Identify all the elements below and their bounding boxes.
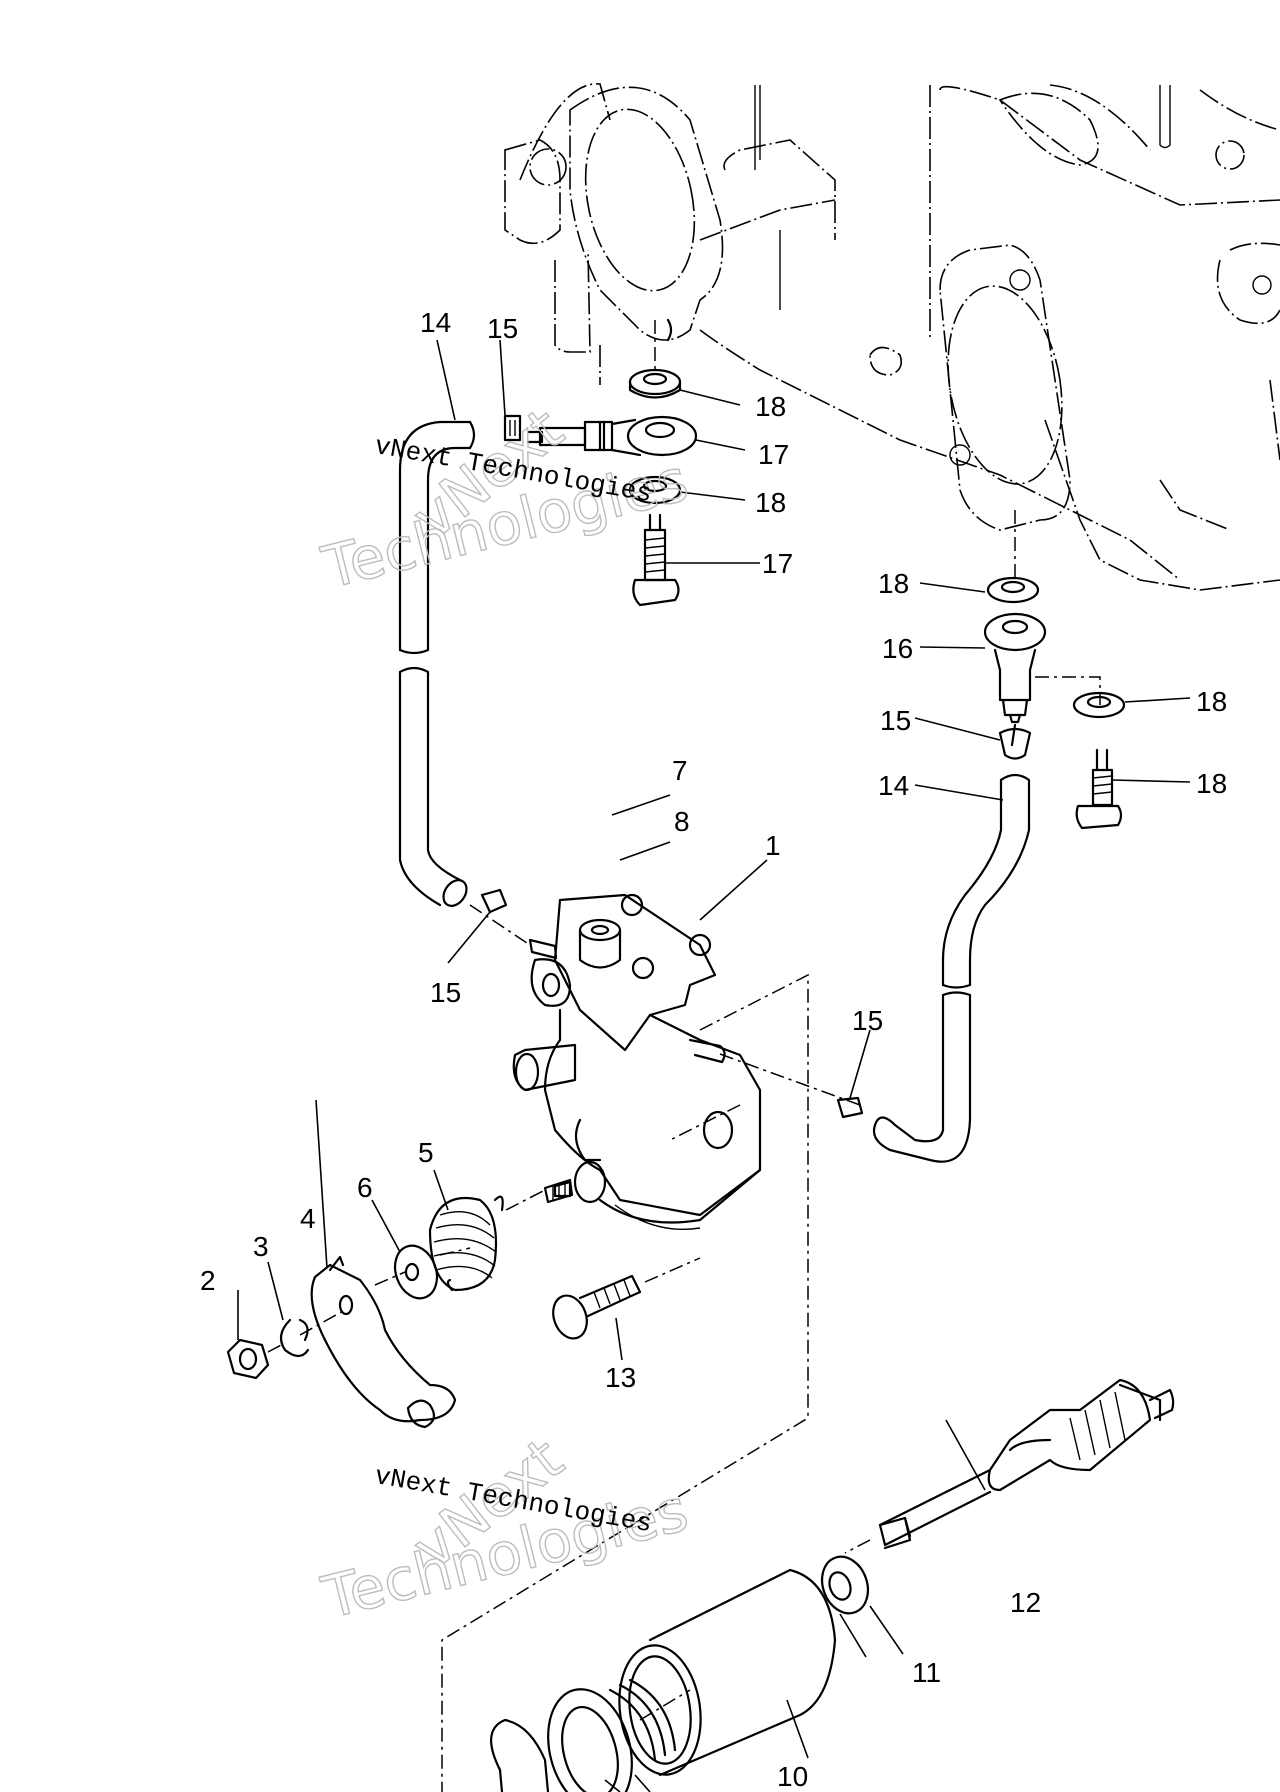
seal-and-circlip <box>490 1678 677 1792</box>
callout-1: 1 <box>765 830 781 861</box>
callout-16: 16 <box>882 633 913 664</box>
right-hose <box>872 773 1031 1163</box>
callout-17: 17 <box>762 548 793 579</box>
thrust-washer <box>820 1555 870 1615</box>
upper-left-fitting-group <box>503 320 698 607</box>
bushing <box>618 1568 837 1777</box>
callout-18: 18 <box>755 487 786 518</box>
callout-15: 15 <box>487 313 518 344</box>
callout-11: 11 <box>912 1657 941 1688</box>
callout-14: 14 <box>878 770 909 801</box>
callout-16: 17 <box>758 439 789 470</box>
callout-8: 8 <box>674 806 690 837</box>
watermark-upper: vNext Technologies vNext Technologies <box>315 394 695 603</box>
engine-crankcase-phantom <box>504 83 1280 591</box>
screw <box>552 1257 701 1340</box>
callout-3: 3 <box>253 1231 269 1262</box>
lever-group <box>226 1178 574 1429</box>
callout-13: 13 <box>605 1362 636 1393</box>
callout-18: 18 <box>755 391 786 422</box>
callout-15: 15 <box>852 1005 883 1036</box>
callout-18: 18 <box>1196 686 1227 717</box>
subassembly-boundary <box>441 973 809 1792</box>
callout-10: 10 <box>777 1761 808 1792</box>
leader-lines <box>237 339 1191 1759</box>
callout-4: 4 <box>300 1203 316 1234</box>
callout-15: 15 <box>880 705 911 736</box>
callout-14: 14 <box>420 307 451 338</box>
callout-7: 7 <box>672 755 688 786</box>
left-hose <box>398 420 476 907</box>
drive-gear-shaft <box>844 1378 1175 1554</box>
callout-6: 6 <box>357 1172 373 1203</box>
callout-18: 18 <box>878 568 909 599</box>
callout-17: 18 <box>1196 768 1227 799</box>
callouts: 14 15 18 17 18 17 18 16 15 18 18 14 7 8 … <box>200 307 1227 1792</box>
callout-12: 12 <box>1010 1587 1041 1618</box>
callout-2: 2 <box>200 1265 216 1296</box>
oil-pump-body <box>469 888 864 1231</box>
upper-right-fitting-group <box>983 510 1126 830</box>
callout-5: 5 <box>418 1137 434 1168</box>
callout-15: 15 <box>430 977 461 1008</box>
